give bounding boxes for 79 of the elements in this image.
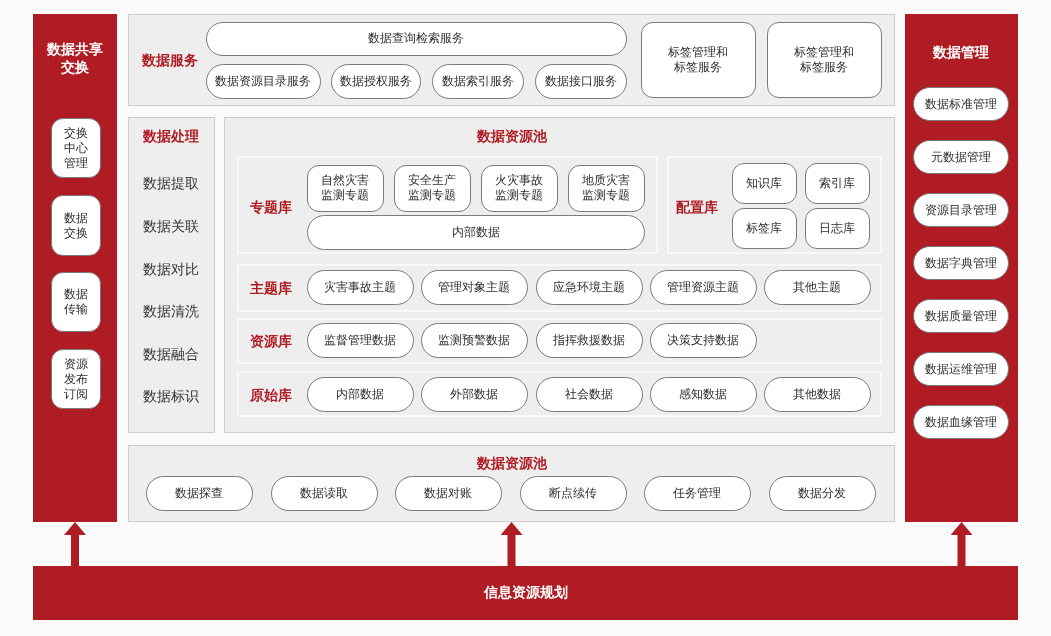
rounded-box: 标签管理和标签服务 <box>640 21 756 98</box>
pill-box: 外部数据 <box>420 376 528 412</box>
pill-box: 任务管理 <box>643 475 751 511</box>
pill-box: 元数据管理 <box>913 140 1009 174</box>
pill-box: 数据读取 <box>270 475 378 511</box>
pill-box: 指挥救援数据 <box>535 322 643 358</box>
pill-box: 数据查询检索服务 <box>205 21 627 56</box>
rounded-box: 资源发布订阅 <box>51 349 101 409</box>
pill-box: 数据运维管理 <box>913 352 1009 386</box>
panel <box>128 445 895 522</box>
rounded-box: 火灾事故监测专题 <box>480 164 558 212</box>
pill-box: 断点续传 <box>519 475 627 511</box>
rounded-box: 交换中心管理 <box>51 118 101 178</box>
panel-heading: 数据资源池 <box>476 126 547 145</box>
pill-box: 数据血缘管理 <box>913 405 1009 439</box>
process-step: 数据标识 <box>142 386 199 405</box>
rounded-box: 安全生产监测专题 <box>393 164 471 212</box>
panel-heading: 数据共享交换 <box>46 39 104 77</box>
process-step: 数据对比 <box>142 259 199 278</box>
rounded-box: 知识库 <box>731 162 797 204</box>
pill-box: 社会数据 <box>535 376 643 412</box>
up-arrow <box>950 522 973 566</box>
pill-box: 应急环境主题 <box>535 269 643 305</box>
pill-box: 数据接口服务 <box>534 63 627 99</box>
panel <box>128 14 895 106</box>
base-band: 信息资源规划 <box>33 566 1018 620</box>
pill-box: 内部数据 <box>306 376 414 412</box>
pill-box: 监测预警数据 <box>420 322 528 358</box>
pill-box: 管理对象主题 <box>420 269 528 305</box>
rounded-box: 日志库 <box>804 207 870 249</box>
pill-box: 数据标准管理 <box>913 87 1009 121</box>
sub-panel <box>236 263 882 312</box>
pill-box: 管理资源主题 <box>649 269 757 305</box>
panel-heading: 主题库 <box>249 278 292 297</box>
panel <box>128 117 215 433</box>
process-step: 数据提取 <box>142 173 199 192</box>
side-panel <box>33 14 117 522</box>
pill-box: 决策支持数据 <box>649 322 757 358</box>
sub-panel <box>236 317 882 364</box>
pill-box: 资源目录管理 <box>913 193 1009 227</box>
panel <box>224 117 895 433</box>
pill-box: 感知数据 <box>649 376 757 412</box>
process-step: 数据清洗 <box>142 301 199 320</box>
side-panel <box>905 14 1018 522</box>
panel-heading: 数据服务 <box>141 50 198 69</box>
rounded-box: 地质灾害监测专题 <box>567 164 645 212</box>
rounded-box: 数据交换 <box>51 195 101 256</box>
panel-heading: 专题库 <box>249 197 292 216</box>
process-step: 数据关联 <box>142 216 199 235</box>
panel-heading: 数据管理 <box>933 42 989 62</box>
panel-heading: 数据处理 <box>142 126 199 145</box>
pill-box: 数据质量管理 <box>913 299 1009 333</box>
sub-panel <box>236 155 658 254</box>
pill-box: 数据对账 <box>394 475 502 511</box>
rounded-box: 数据传输 <box>51 272 101 332</box>
pill-box: 数据索引服务 <box>431 63 524 99</box>
rounded-box: 自然灾害监测专题 <box>306 164 384 212</box>
pill-box: 内部数据 <box>306 214 645 250</box>
pill-box: 数据探查 <box>145 475 253 511</box>
pill-box: 监督管理数据 <box>306 322 414 358</box>
pill-box: 数据资源目录服务 <box>205 63 321 99</box>
up-arrow <box>64 522 86 566</box>
rounded-box: 标签管理和标签服务 <box>766 21 882 98</box>
panel-heading: 配置库 <box>675 197 718 216</box>
pill-box: 数据分发 <box>768 475 876 511</box>
rounded-box: 标签库 <box>731 207 797 249</box>
pill-box: 其他数据 <box>763 376 871 412</box>
sub-panel <box>666 155 882 254</box>
panel-heading: 原始库 <box>249 385 292 404</box>
sub-panel <box>236 370 882 417</box>
rounded-box: 索引库 <box>804 162 870 204</box>
up-arrow <box>500 522 523 566</box>
pill-box: 数据字典管理 <box>913 246 1009 280</box>
pill-box: 其他主题 <box>763 269 871 305</box>
process-step: 数据融合 <box>142 344 199 363</box>
pill-box: 灾害事故主题 <box>306 269 414 305</box>
panel-heading: 资源库 <box>249 331 292 350</box>
panel-heading: 数据资源池 <box>476 453 547 472</box>
pill-box: 数据授权服务 <box>330 63 421 99</box>
